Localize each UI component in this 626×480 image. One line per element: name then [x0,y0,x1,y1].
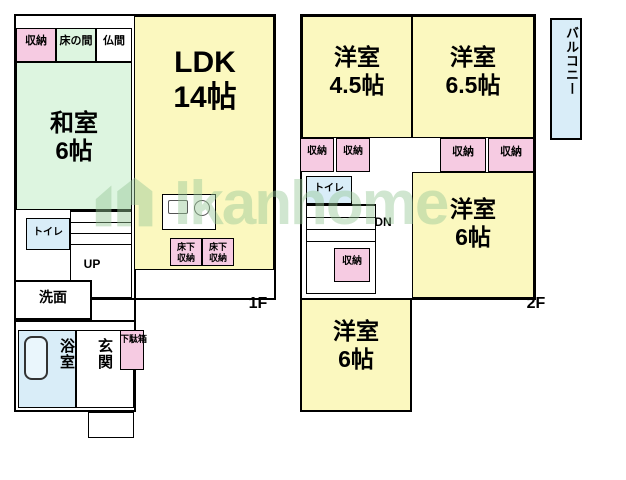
yoshitsu-6a [412,172,534,298]
yoshitsu-6_5-label: 洋室 6.5帖 [445,44,501,98]
yoshitsu-6a-label: 洋室 6帖 [450,196,496,250]
shoe-box [120,330,144,370]
stair-treads-1f [71,211,131,255]
porch-step [88,412,134,438]
kitchen-sink [168,200,188,214]
yoshitsu-4_5-label: 洋室 4.5帖 [329,44,385,98]
kitchen-stove [194,200,210,216]
stairs-dn-label: DN [374,215,392,229]
underfloor-storage-2-label: 床下 収納 [208,242,227,264]
closet-c [440,138,486,172]
stairs-up-label: UP [83,257,101,271]
closet-a [300,138,334,172]
closet-top [16,28,56,62]
yoshitsu-6b [300,298,412,412]
closet-a-label: 収納 [307,146,327,157]
toilet-1f [26,218,70,250]
toilet-2f-label: トイレ [314,183,344,194]
closet-d-label: 収納 [500,146,522,158]
tokonoma [56,28,96,62]
closet-b-label: 収納 [343,146,363,157]
washroom [14,280,92,320]
underfloor-storage-1-label: 床下 収納 [176,242,195,264]
floor1-tag: 1F [248,295,268,312]
closet-d [488,138,534,172]
yoshitsu-6_5 [412,16,534,138]
closet-b [336,138,370,172]
underfloor-storage-1 [170,238,202,266]
washroom-label: 洗面 [39,289,67,305]
washitsu-label: 和室 6帖 [50,110,98,165]
bathtub-icon [24,336,48,380]
closet-e-label: 収納 [342,256,362,267]
floor2-tag: 2F [526,295,546,312]
toilet-2f [306,176,352,204]
balcony-label: バルコニー [564,26,579,96]
yoshitsu-4_5 [302,16,412,138]
closet-c-label: 収納 [452,146,474,158]
closet-top-label: 収納 [25,35,47,47]
butsuma-label: 仏間 [103,35,125,47]
ldk-label: LDK 14帖 [173,46,237,114]
toilet-1f-label: トイレ [33,227,63,238]
butsuma [96,28,132,62]
balcony [550,18,582,140]
closet-e [334,248,370,282]
shoe-box-label: 下駄箱 [120,334,148,344]
entrance-label: 玄関 [96,338,113,370]
underfloor-storage-2 [202,238,234,266]
washitsu-room [16,62,132,210]
yoshitsu-6b-label: 洋室 6帖 [333,318,379,372]
bathroom-label: 浴室 [58,338,75,370]
wall-connector-1f [134,270,136,330]
stair-treads-2f [307,205,375,253]
tokonoma-label: 床の間 [59,35,93,47]
